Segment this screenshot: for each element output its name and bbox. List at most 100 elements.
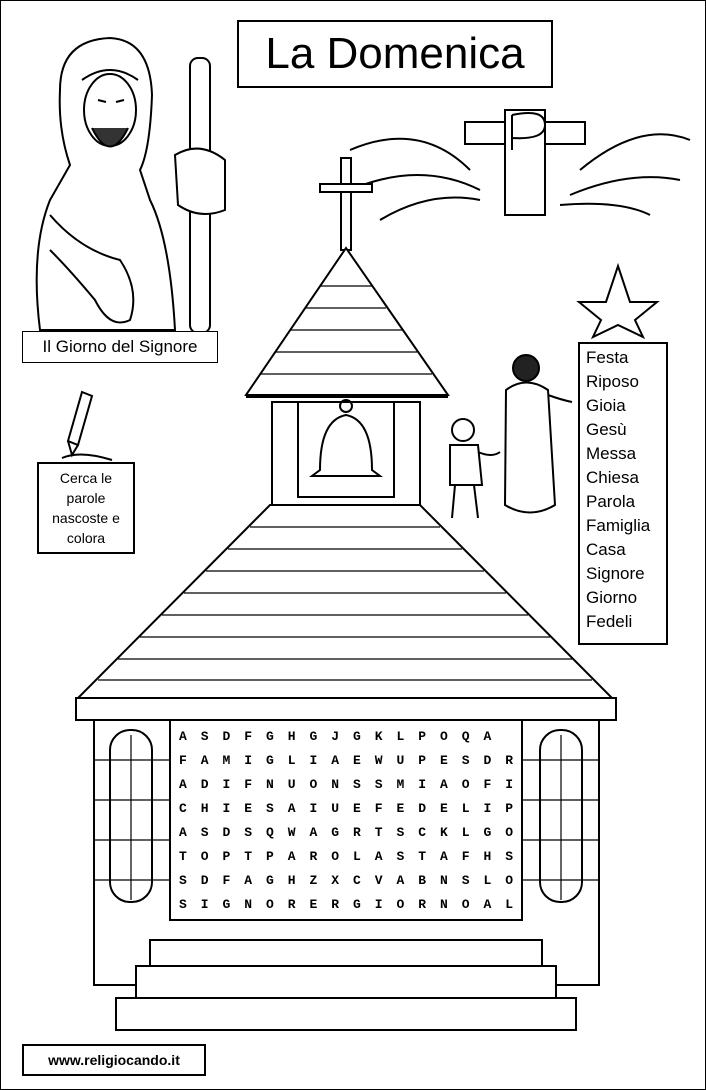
grid-cell[interactable]: N: [439, 872, 448, 888]
grid-cell[interactable]: K: [439, 824, 448, 840]
grid-cell[interactable]: A: [439, 848, 448, 864]
grid-cell[interactable]: A: [178, 776, 187, 792]
grid-cell[interactable]: E: [352, 800, 361, 816]
grid-cell[interactable]: I: [200, 896, 209, 912]
grid-cell[interactable]: I: [374, 896, 383, 912]
grid-cell[interactable]: S: [244, 824, 253, 840]
grid-cell[interactable]: W: [287, 824, 296, 840]
grid-cell[interactable]: D: [222, 728, 231, 744]
grid-cell[interactable]: P: [265, 848, 274, 864]
grid-cell[interactable]: L: [352, 848, 361, 864]
grid-cell[interactable]: V: [374, 872, 383, 888]
grid-cell[interactable]: O: [461, 896, 470, 912]
grid-cell[interactable]: I: [222, 776, 231, 792]
grid-cell[interactable]: D: [483, 752, 492, 768]
grid-cell[interactable]: O: [505, 824, 514, 840]
grid-cell[interactable]: N: [244, 896, 253, 912]
grid-cell[interactable]: A: [178, 728, 187, 744]
grid-cell[interactable]: A: [309, 824, 318, 840]
grid-cell[interactable]: R: [309, 848, 318, 864]
grid-cell[interactable]: L: [461, 800, 470, 816]
grid-cell[interactable]: S: [178, 872, 187, 888]
grid-cell[interactable]: L: [287, 752, 296, 768]
grid-cell[interactable]: I: [483, 800, 492, 816]
grid-cell[interactable]: I: [309, 800, 318, 816]
grid-cell[interactable]: E: [439, 752, 448, 768]
grid-cell[interactable]: F: [178, 752, 187, 768]
grid-cell[interactable]: S: [374, 776, 383, 792]
grid-cell[interactable]: F: [222, 872, 231, 888]
grid-cell[interactable]: A: [396, 872, 405, 888]
grid-cell[interactable]: D: [200, 776, 209, 792]
grid-cell[interactable]: H: [287, 728, 296, 744]
grid-cell[interactable]: U: [331, 800, 340, 816]
grid-cell[interactable]: F: [244, 728, 253, 744]
grid-cell[interactable]: G: [265, 728, 274, 744]
grid-cell[interactable]: C: [352, 872, 361, 888]
grid-cell[interactable]: A: [439, 776, 448, 792]
grid-cell[interactable]: G: [352, 896, 361, 912]
grid-cell[interactable]: S: [178, 896, 187, 912]
grid-cell[interactable]: H: [483, 848, 492, 864]
grid-cell[interactable]: G: [265, 752, 274, 768]
grid-cell[interactable]: T: [418, 848, 427, 864]
grid-cell[interactable]: N: [331, 776, 340, 792]
grid-cell[interactable]: I: [418, 776, 427, 792]
grid-cell[interactable]: E: [244, 800, 253, 816]
grid-cell[interactable]: W: [374, 752, 383, 768]
grid-cell[interactable]: P: [222, 848, 231, 864]
grid-cell[interactable]: L: [505, 896, 514, 912]
grid-cell[interactable]: G: [222, 896, 231, 912]
grid-cell[interactable]: I: [309, 752, 318, 768]
grid-cell[interactable]: S: [396, 824, 405, 840]
grid-cell[interactable]: F: [483, 776, 492, 792]
grid-cell[interactable]: M: [222, 752, 231, 768]
grid-cell[interactable]: O: [505, 872, 514, 888]
grid-cell[interactable]: O: [461, 776, 470, 792]
grid-cell[interactable]: B: [418, 872, 427, 888]
grid-cell[interactable]: D: [418, 800, 427, 816]
grid-cell[interactable]: Q: [461, 728, 470, 744]
grid-cell[interactable]: I: [505, 776, 514, 792]
grid-cell[interactable]: R: [505, 752, 514, 768]
grid-cell[interactable]: F: [461, 848, 470, 864]
grid-cell[interactable]: R: [352, 824, 361, 840]
grid-cell[interactable]: G: [265, 872, 274, 888]
grid-cell[interactable]: E: [352, 752, 361, 768]
grid-cell[interactable]: D: [222, 824, 231, 840]
grid-cell[interactable]: R: [418, 896, 427, 912]
grid-cell[interactable]: G: [309, 728, 318, 744]
grid-cell[interactable]: A: [287, 800, 296, 816]
grid-cell[interactable]: S: [200, 824, 209, 840]
grid-cell[interactable]: F: [374, 800, 383, 816]
grid-cell[interactable]: [498, 724, 520, 748]
grid-cell[interactable]: G: [483, 824, 492, 840]
grid-cell[interactable]: P: [418, 728, 427, 744]
grid-cell[interactable]: E: [439, 800, 448, 816]
grid-cell[interactable]: J: [331, 728, 340, 744]
grid-cell[interactable]: S: [352, 776, 361, 792]
grid-cell[interactable]: X: [331, 872, 340, 888]
grid-cell[interactable]: Q: [265, 824, 274, 840]
grid-cell[interactable]: O: [331, 848, 340, 864]
grid-cell[interactable]: L: [483, 872, 492, 888]
grid-cell[interactable]: U: [396, 752, 405, 768]
grid-cell[interactable]: T: [178, 848, 187, 864]
grid-cell[interactable]: N: [265, 776, 274, 792]
grid-cell[interactable]: S: [200, 728, 209, 744]
grid-cell[interactable]: H: [287, 872, 296, 888]
grid-cell[interactable]: A: [374, 848, 383, 864]
grid-cell[interactable]: R: [287, 896, 296, 912]
grid-cell[interactable]: O: [396, 896, 405, 912]
grid-cell[interactable]: A: [287, 848, 296, 864]
grid-cell[interactable]: O: [439, 728, 448, 744]
grid-cell[interactable]: S: [461, 752, 470, 768]
grid-cell[interactable]: I: [244, 752, 253, 768]
grid-cell[interactable]: F: [244, 776, 253, 792]
grid-cell[interactable]: R: [331, 896, 340, 912]
grid-cell[interactable]: K: [374, 728, 383, 744]
grid-cell[interactable]: A: [178, 824, 187, 840]
grid-cell[interactable]: T: [244, 848, 253, 864]
grid-cell[interactable]: D: [200, 872, 209, 888]
grid-cell[interactable]: C: [418, 824, 427, 840]
